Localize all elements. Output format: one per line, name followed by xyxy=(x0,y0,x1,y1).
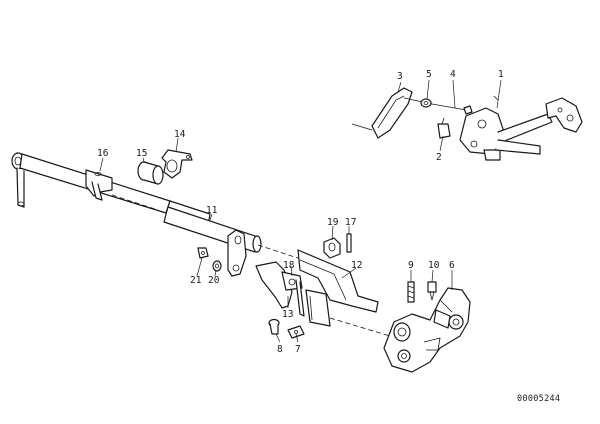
callout-10: 10 xyxy=(428,260,440,271)
callout-5: 5 xyxy=(426,69,432,80)
callout-21: 21 xyxy=(190,275,202,286)
callout-8: 8 xyxy=(277,344,283,355)
latch-6 xyxy=(383,287,471,373)
grommet-5 xyxy=(420,98,432,108)
callout-14: 14 xyxy=(174,129,186,140)
callout-1: 1 xyxy=(498,69,504,80)
clamp-14 xyxy=(161,149,193,179)
callout-19: 19 xyxy=(327,217,339,228)
callout-13: 13 xyxy=(282,309,293,320)
callout-3: 3 xyxy=(397,71,403,82)
leader-lines xyxy=(99,79,502,343)
washer-20 xyxy=(212,260,222,272)
callout-2: 2 xyxy=(436,152,442,163)
callout-12: 12 xyxy=(351,260,362,271)
callout-7: 7 xyxy=(295,344,301,355)
shaft-lever xyxy=(227,229,247,277)
nut-21 xyxy=(197,247,209,259)
bushing-15 xyxy=(137,161,164,185)
bushing-19 xyxy=(323,237,341,259)
cable-3 xyxy=(351,87,433,139)
screw-10 xyxy=(427,281,437,301)
lever-13 xyxy=(255,261,305,317)
document-number: 00005244 xyxy=(517,394,561,404)
callout-20: 20 xyxy=(208,275,220,286)
callout-labels: 1 2 3 4 5 6 7 8 9 10 11 12 13 14 15 16 1… xyxy=(97,69,504,355)
callout-15: 15 xyxy=(136,148,147,159)
callout-11: 11 xyxy=(206,205,218,216)
pin-17 xyxy=(346,233,352,253)
shaft-bracket-16 xyxy=(85,169,113,201)
callout-16: 16 xyxy=(97,148,109,159)
callout-4: 4 xyxy=(450,69,456,80)
callout-17: 17 xyxy=(345,217,356,228)
spring-9 xyxy=(407,281,415,303)
callout-6: 6 xyxy=(449,260,455,271)
bolt-8 xyxy=(268,318,280,335)
callout-9: 9 xyxy=(408,260,414,271)
callout-18: 18 xyxy=(283,260,295,271)
nut-7 xyxy=(287,325,305,339)
lock-assembly-1 xyxy=(459,97,583,161)
rod-4 xyxy=(431,95,499,115)
center-bracket-12 xyxy=(297,249,379,327)
clip-2 xyxy=(437,117,451,139)
